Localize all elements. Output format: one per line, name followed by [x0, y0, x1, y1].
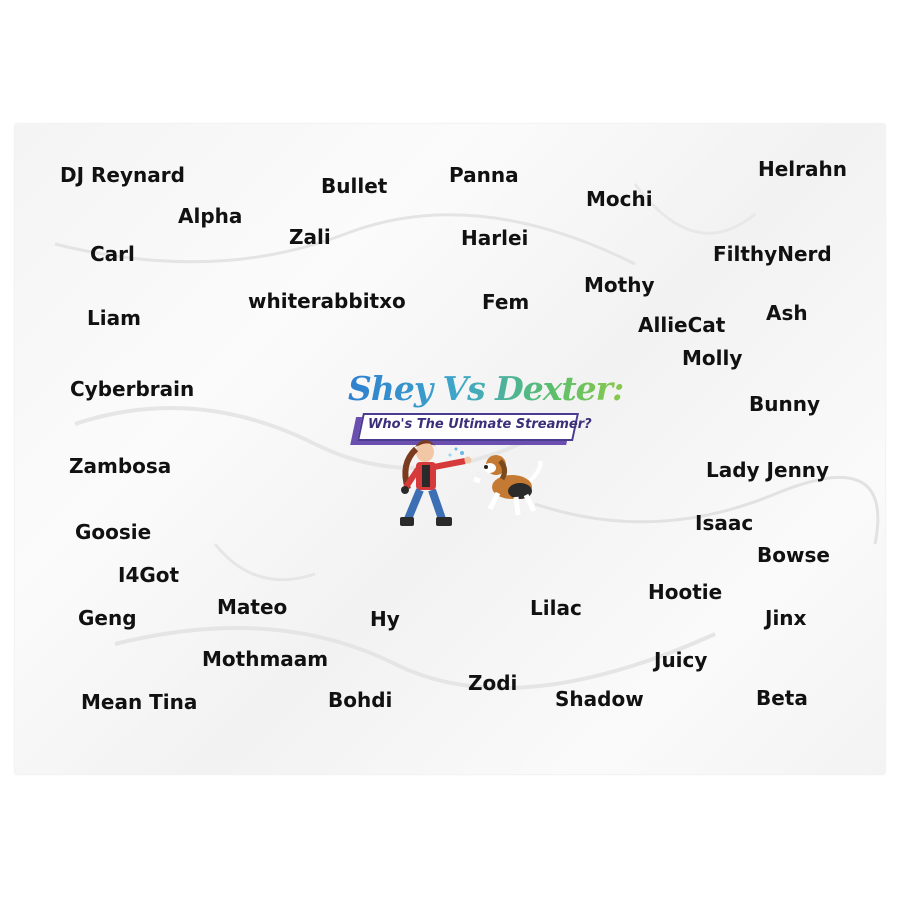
- logo-title: Shey Vs Dexter:: [348, 369, 624, 408]
- name-zali: Zali: [289, 225, 331, 249]
- name-mochi: Mochi: [586, 187, 653, 211]
- name-alliecat: AllieCat: [638, 313, 726, 337]
- name-beta: Beta: [756, 686, 808, 710]
- fabric-wrinkles: [54, 183, 880, 690]
- name-shadow: Shadow: [555, 687, 644, 711]
- name-hy: Hy: [370, 607, 400, 631]
- name-carl: Carl: [90, 242, 135, 266]
- name-molly: Molly: [682, 346, 743, 370]
- name-helrahn: Helrahn: [758, 157, 847, 181]
- name-harlei: Harlei: [461, 226, 529, 250]
- name-hootie: Hootie: [648, 580, 723, 604]
- name-panna: Panna: [449, 163, 519, 187]
- name-dj-reynard: DJ Reynard: [60, 163, 185, 187]
- name-bowse: Bowse: [757, 543, 830, 567]
- name-geng: Geng: [78, 606, 137, 630]
- name-bunny: Bunny: [749, 392, 820, 416]
- name-isaac: Isaac: [695, 511, 754, 535]
- name-zodi: Zodi: [468, 671, 518, 695]
- name-whiterabbitxo: whiterabbitxo: [248, 289, 406, 313]
- name-i4got: I4Got: [118, 563, 180, 587]
- name-mothy: Mothy: [584, 273, 655, 297]
- name-alpha: Alpha: [178, 204, 243, 228]
- logo-illustration: [400, 440, 543, 526]
- name-cyberbrain: Cyberbrain: [70, 377, 195, 401]
- blanket: DJ Reynard Bullet Panna Mochi Helrahn Al…: [15, 124, 885, 774]
- name-mateo: Mateo: [217, 595, 288, 619]
- logo: Shey Vs Dexter: Who's The Ultimate Strea…: [330, 369, 624, 539]
- name-filthynerd: FilthyNerd: [713, 242, 832, 266]
- name-lilac: Lilac: [530, 596, 582, 620]
- name-goosie: Goosie: [75, 520, 152, 544]
- name-jinx: Jinx: [765, 606, 807, 630]
- name-zambosa: Zambosa: [69, 454, 172, 478]
- streamer-girl-illustration: [400, 440, 472, 526]
- name-juicy: Juicy: [654, 648, 708, 672]
- name-lady-jenny: Lady Jenny: [706, 458, 830, 482]
- name-bohdi: Bohdi: [328, 688, 393, 712]
- name-liam: Liam: [87, 306, 141, 330]
- name-mean-tina: Mean Tina: [81, 690, 198, 714]
- name-ash: Ash: [766, 301, 808, 325]
- name-fem: Fem: [482, 290, 530, 314]
- logo-subtitle: Who's The Ultimate Streamer?: [368, 417, 592, 432]
- beagle-dog-illustration: [473, 455, 543, 516]
- name-bullet: Bullet: [321, 174, 388, 198]
- name-mothmaam: Mothmaam: [202, 647, 329, 671]
